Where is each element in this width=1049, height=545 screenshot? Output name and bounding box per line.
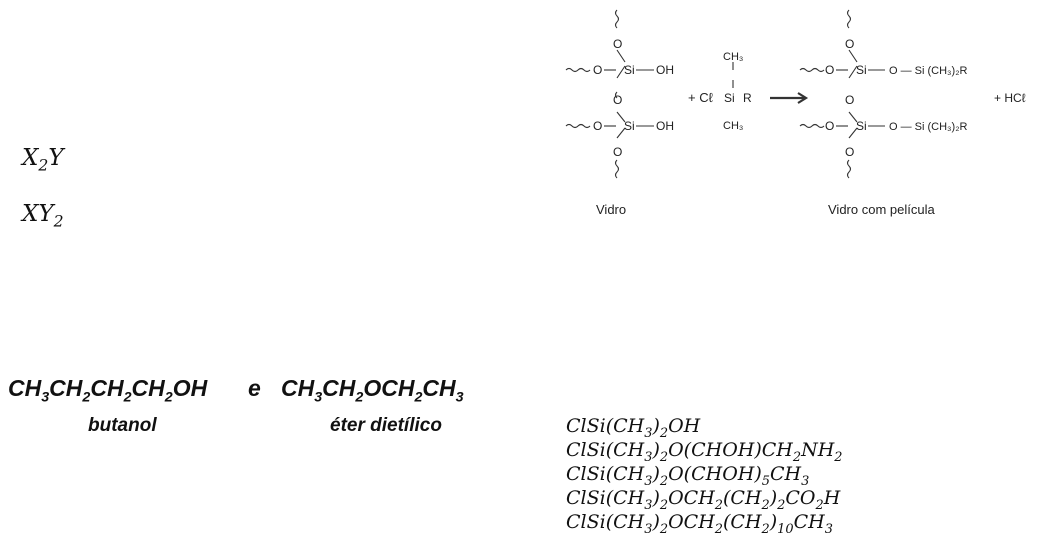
formula-xy2-subscript: 2 xyxy=(54,212,64,231)
formula-x2y: X2Y xyxy=(22,147,64,170)
atom-o-side-right-1: O xyxy=(825,63,834,77)
atom-o-bottom-right: O xyxy=(845,145,854,159)
caption-glass-with-film: Vidro com película xyxy=(828,202,935,217)
atom-si-left-1: Si xyxy=(624,63,635,77)
reagent-ch3-top: CH₃ xyxy=(723,51,743,63)
atom-o-top-left: O xyxy=(613,37,622,51)
atom-si-right-2: Si xyxy=(856,119,867,133)
wavy-bond-top-left xyxy=(616,10,619,28)
formula-xy2: XY2 xyxy=(22,203,64,226)
reagent-chlorine: + Cℓ xyxy=(688,90,714,105)
atom-oh-left-2: OH xyxy=(656,119,674,133)
atom-o-bottom-left: O xyxy=(613,145,622,159)
silyl-group-1: O — Si (CH₃)₂R xyxy=(889,65,967,77)
atom-o-top-right: O xyxy=(845,37,854,51)
diethyl-ether-formula: CH3CH2OCH2CH3 xyxy=(281,377,464,400)
atom-o-middle-right: O xyxy=(845,93,854,107)
atom-oh-left-1: OH xyxy=(656,63,674,77)
option-formula-2: ClSi(CH3)2O(CHOH)CH2NH2 xyxy=(566,438,843,462)
butanol-name: butanol xyxy=(88,416,157,435)
connector-e: e xyxy=(248,377,261,400)
option-formula-1: ClSi(CH3)2OH xyxy=(566,414,843,438)
diethyl-ether-name: éter dietílico xyxy=(330,416,442,435)
formula-x2y-x: X xyxy=(22,145,38,171)
caption-glass: Vidro xyxy=(596,202,626,217)
reagent-r: R xyxy=(743,91,752,105)
formula-x2y-subscript: 2 xyxy=(38,156,48,175)
reagent-si: Si xyxy=(724,91,735,105)
atom-o-middle-left: O xyxy=(613,93,622,107)
wavy-bond-side-left-1 xyxy=(566,69,590,72)
butanol-formula: CH3CH2CH2CH2OH xyxy=(8,377,207,400)
option-list: ClSi(CH3)2OH ClSi(CH3)2O(CHOH)CH2NH2 ClS… xyxy=(566,414,843,534)
atom-si-right-1: Si xyxy=(856,63,867,77)
option-formula-4: ClSi(CH3)2OCH2(CH2)2CO2H xyxy=(566,486,843,510)
silanization-reaction-diagram: O O Si OH O O Si OH O CH₃ + Cℓ Si R CH₃ … xyxy=(560,0,1049,230)
atom-o-side-right-2: O xyxy=(825,119,834,133)
formula-xy2-xy: XY xyxy=(22,201,54,227)
silyl-group-2: O — Si (CH₃)₂R xyxy=(889,121,967,133)
wavy-bond-side-left-2 xyxy=(566,125,590,128)
formula-x2y-y: Y xyxy=(48,145,63,171)
option-formula-5: ClSi(CH3)2OCH2(CH2)10CH3 xyxy=(566,510,843,534)
option-formula-3: ClSi(CH3)2O(CHOH)5CH3 xyxy=(566,462,843,486)
reagent-ch3-bottom: CH₃ xyxy=(723,120,743,132)
byproduct-hcl: + HCℓ xyxy=(994,91,1026,105)
atom-o-side-left-1: O xyxy=(593,63,602,77)
wavy-bond-bottom-left xyxy=(616,160,619,178)
atom-o-side-left-2: O xyxy=(593,119,602,133)
atom-si-left-2: Si xyxy=(624,119,635,133)
